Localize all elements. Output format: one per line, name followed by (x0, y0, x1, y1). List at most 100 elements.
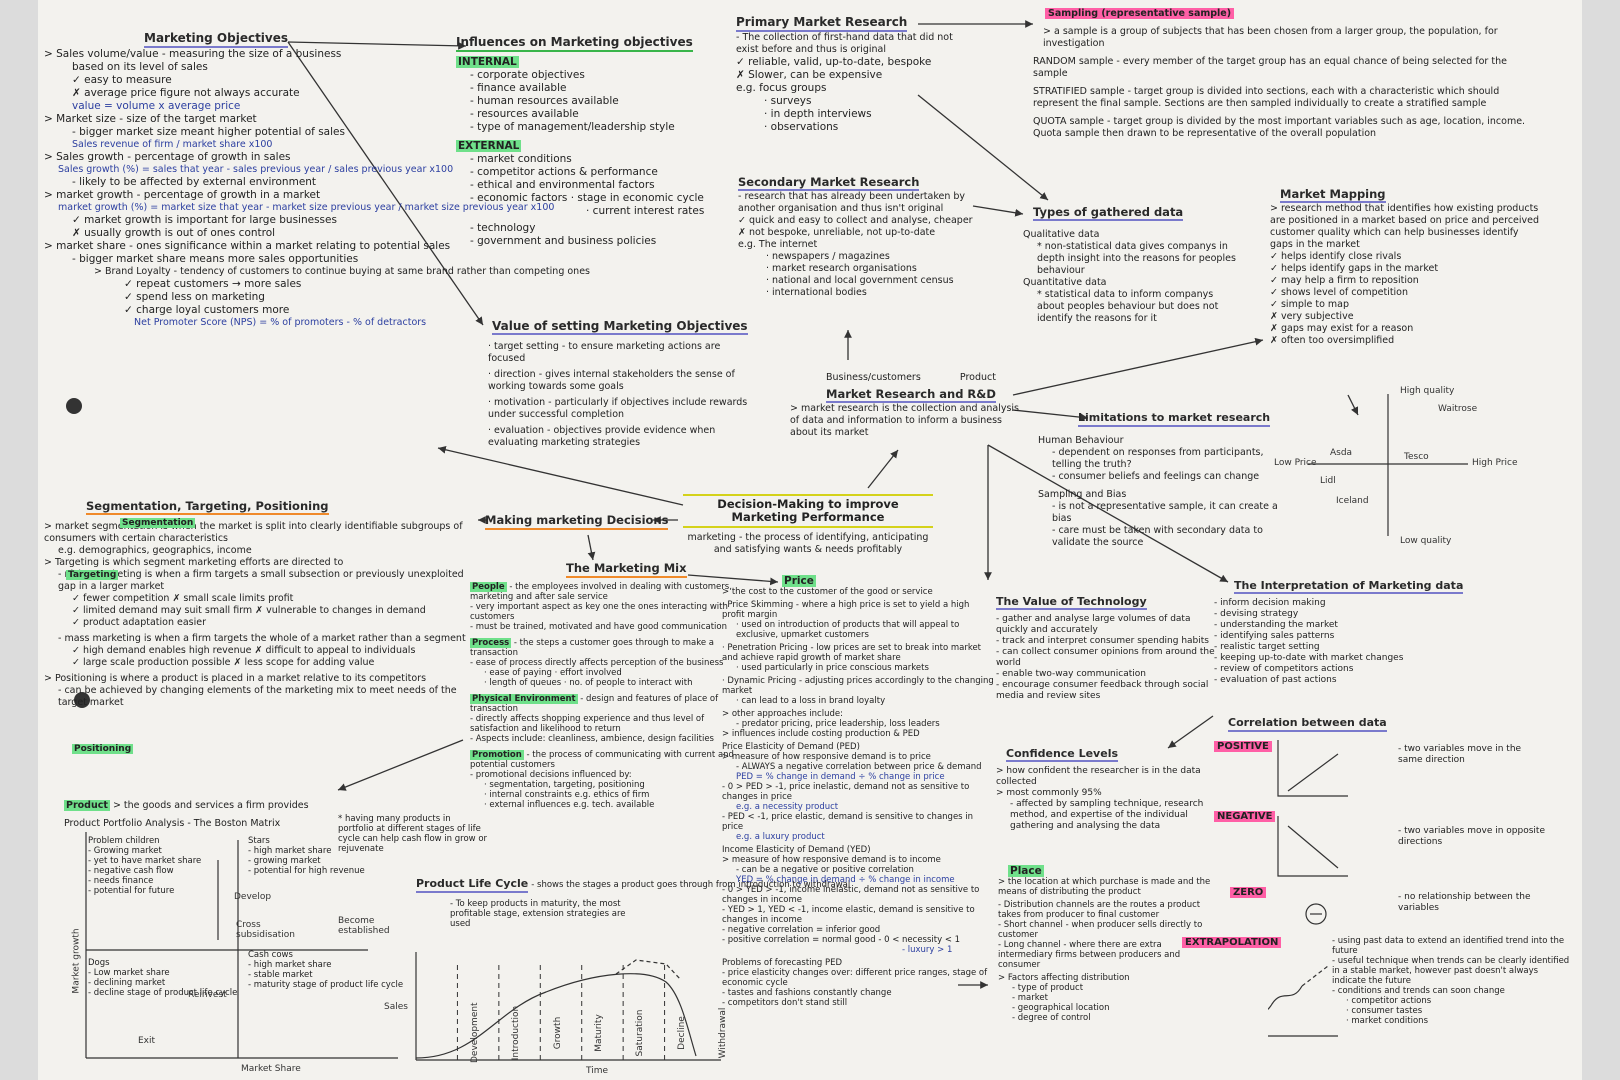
price-line: > measure of how responsive demand is to… (722, 855, 941, 865)
positive-label-wrap: POSITIVE (1214, 740, 1272, 753)
interpretation-section: The Interpretation of Marketing data - i… (1214, 580, 1534, 686)
primary-line: · in depth interviews (764, 108, 872, 120)
limitations-line: - dependent on responses from participan… (1052, 447, 1264, 470)
objective-line: > Sales volume/value - measuring the siz… (44, 48, 342, 60)
objective-line: market growth (%) = market size that yea… (58, 202, 555, 213)
objective-line: > market share - ones significance withi… (44, 240, 451, 252)
confidence-line: > how confident the researcher is in the… (996, 766, 1201, 787)
secondary-line: · market research organisations (766, 263, 917, 274)
mapping-line: ✗ often too oversimplified (1270, 335, 1395, 346)
mapping-line: ✓ shows level of competition (1270, 287, 1409, 298)
mix-line: - Aspects include: cleanliness, ambience… (470, 734, 714, 744)
value-line: · direction - gives internal stakeholder… (488, 369, 735, 392)
sampling-line: QUOTA sample - target group is divided b… (1033, 116, 1526, 139)
mapping-line: ✓ may help a firm to reposition (1270, 275, 1419, 286)
technology-line: - enable two-way communication (996, 669, 1146, 679)
mapping-line: ✓ simple to map (1270, 299, 1350, 310)
influence-item: - resources available (470, 108, 579, 120)
objective-line: > Market size - size of the target marke… (44, 113, 257, 125)
correlation-title-wrap: Correlation between data (1228, 716, 1387, 732)
boston-become-established: Become established (338, 916, 390, 936)
product-section: Product > the goods and services a firm … (64, 800, 464, 830)
influences-title: Influences on Marketing objectives (456, 36, 693, 52)
binder-hole (74, 692, 90, 708)
plc-note: - To keep products in maturity, the most… (450, 899, 626, 929)
limitations-line: - is not a representative sample, it can… (1052, 501, 1278, 524)
negative-label-wrap: NEGATIVE (1214, 810, 1276, 823)
boston-x-axis: Market Share (241, 1064, 301, 1074)
extrapolation-line: · market conditions (1346, 1016, 1428, 1026)
matrix-text: - negative cash flow (88, 866, 174, 876)
price-line: - negative correlation = inferior good (722, 925, 881, 935)
types-line: * non-statistical data gives companys in… (1037, 241, 1236, 276)
price-line: Price Elasticity of Demand (PED) (722, 742, 860, 752)
boston-develop: Develop (234, 892, 272, 902)
matrix-text: - maturity stage of product life cycle (248, 980, 404, 990)
correlation-title: Correlation between data (1228, 716, 1387, 732)
value-line: · evaluation - objectives provide eviden… (488, 425, 716, 448)
plc-desc: - shows the stages a product goes throug… (531, 880, 851, 890)
segmentation-line: - niche marketing is when a firm targets… (58, 569, 464, 592)
extrapolation-line: - using past data to extend an identifie… (1332, 936, 1565, 956)
map-brand: Waitrose (1438, 404, 1478, 414)
research-rd-title: Market Research and R&D (826, 387, 996, 403)
objective-line: - likely to be affected by external envi… (72, 176, 317, 188)
confidence-title: Confidence Levels (1006, 747, 1119, 762)
influence-item: - economic factors · stage in economic c… (470, 192, 704, 204)
matrix-text: - potential for future (88, 886, 175, 896)
internal-label: INTERNAL (456, 56, 519, 68)
extrapolation-section: - using past data to extend an identifie… (1332, 936, 1572, 1026)
limitations-line: Sampling and Bias (1038, 489, 1127, 500)
map-low-quality: Low quality (1400, 536, 1452, 546)
segmentation-line: ✓ high demand enables high revenue ✗ dif… (72, 645, 416, 656)
product-label: Product (959, 372, 996, 383)
boston-exit: Exit (138, 1036, 156, 1046)
plc-stage-label: Saturation (635, 1009, 646, 1057)
types-line: * statistical data to inform companys ab… (1037, 289, 1219, 324)
primary-line: · surveys (764, 95, 812, 107)
influence-item: - technology (470, 222, 536, 234)
objective-line: ✗ average price figure not always accura… (72, 87, 300, 99)
primary-line: · observations (764, 121, 839, 133)
plc-stage-label: Growth (552, 1016, 563, 1050)
segmentation-line: ✓ large scale production possible ✗ less… (72, 657, 375, 668)
influence-item: - finance available (470, 82, 567, 94)
positive-label: POSITIVE (1214, 741, 1272, 752)
influence-item: - competitor actions & performance (470, 166, 658, 178)
types-line: Qualitative data (1023, 229, 1100, 240)
price-line: > measure of how responsive demand is to… (722, 752, 931, 762)
correlation-graphs (1268, 740, 1348, 1037)
price-line: YED = % change in demand ÷ % change in i… (736, 875, 955, 885)
segmentation-line: ✓ fewer competition ✗ small scale limits… (72, 593, 294, 604)
marketing-mix-section: People - the employees involved in deali… (470, 582, 745, 810)
objective-line: ✓ spend less on marketing (124, 291, 265, 303)
price-line: · used particularly in price conscious m… (736, 663, 929, 673)
value-line: · target setting - to ensure marketing a… (488, 341, 721, 364)
price-line: > other approaches include: (722, 709, 843, 719)
mix-line: · ease of paying · effort involved (484, 668, 622, 678)
objective-line: value = volume x average price (72, 100, 241, 112)
matrix-text: Dogs (88, 958, 110, 968)
types-data-title: Types of gathered data (1033, 205, 1184, 221)
limitations-section: Limitations to market research Human Beh… (1038, 412, 1278, 549)
confidence-line: - affected by sampling technique, resear… (1010, 799, 1204, 831)
influence-item: - type of management/leadership style (470, 121, 675, 133)
secondary-research-title: Secondary Market Research (738, 175, 920, 191)
objective-line: ✓ charge loyal customers more (124, 304, 290, 316)
plc-stage-label: Maturity (594, 1014, 604, 1052)
objective-line: ✓ easy to measure (72, 74, 172, 86)
people-label: People (470, 582, 507, 592)
plc-title: Product Life Cycle (416, 878, 529, 893)
place-label: Place (1008, 865, 1044, 877)
place-line: - Distribution channels are the routes a… (998, 900, 1201, 920)
matrix-text: - high market share (248, 846, 332, 856)
objective-line: ✓ market growth is important for large b… (72, 214, 337, 226)
making-decisions-title: Making marketing Decisions (485, 514, 669, 530)
external-label: EXTERNAL (456, 140, 522, 152)
segmentation-line: > market segmentation is when the market… (44, 521, 463, 544)
mapping-line: ✗ very subjective (1270, 311, 1354, 322)
technology-line: - track and interpret consumer spending … (996, 636, 1209, 646)
primary-research-title: Primary Market Research (736, 16, 908, 32)
technology-line: - encourage consumer feedback through so… (996, 680, 1209, 701)
extrapolation-line: · competitor actions (1346, 996, 1432, 1006)
